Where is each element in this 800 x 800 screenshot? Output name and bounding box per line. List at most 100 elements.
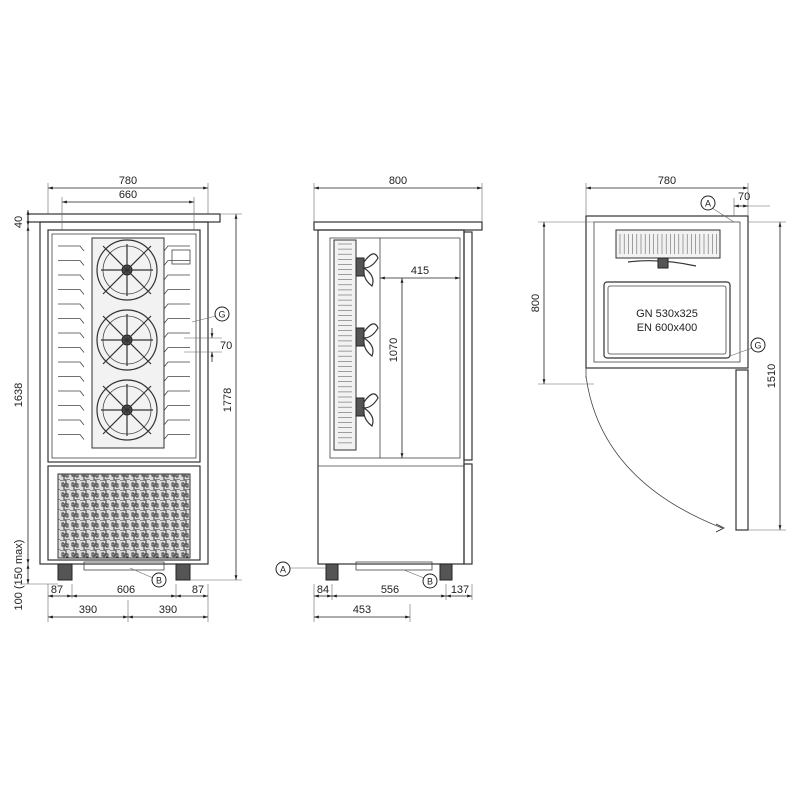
dim-side-front-foot: 84 [317, 584, 329, 596]
callout-b: B [403, 569, 438, 589]
compressor-grille [57, 473, 191, 559]
tray-rail [163, 245, 190, 252]
tray-rail [163, 289, 190, 295]
top-cabinet-inner [593, 221, 741, 363]
tray-rail [58, 260, 85, 266]
top-door [735, 369, 749, 531]
tray-rail [58, 318, 85, 324]
svg-text:A: A [705, 199, 711, 209]
side-chamber [329, 237, 461, 459]
svg-text:B: B [427, 577, 433, 587]
tray-rails-left [58, 245, 85, 440]
tray-rails-right [163, 245, 190, 440]
tray-label-en: EN 600x400 [637, 322, 698, 334]
tray-rail [163, 303, 190, 310]
svg-text:G: G [218, 310, 225, 320]
dim-side-foot-span: 556 [381, 584, 399, 596]
tray-rail [58, 245, 85, 252]
callout-g: G [191, 306, 230, 323]
tray-rail [58, 347, 85, 353]
tray-rail [163, 332, 190, 339]
top-evaporator [615, 229, 721, 259]
fan-icon [96, 239, 158, 301]
dim-top-a-offset: 70 [738, 191, 750, 203]
tray-rail [58, 332, 85, 339]
fan-icon [96, 309, 158, 371]
side-view: 800 415 1070 A B 84 556 137 453 [275, 175, 483, 622]
dim-side-door: 137 [451, 584, 469, 596]
tray-rail [163, 260, 190, 266]
dim-front-half-left: 390 [79, 604, 97, 616]
front-chamber-inner [51, 233, 197, 459]
front-chamber [47, 229, 201, 463]
top-cabinet-outline [585, 215, 749, 369]
svg-text:B: B [156, 576, 162, 586]
side-door-lower [463, 463, 473, 565]
dim-front-tray-pitch: 70 [220, 340, 232, 352]
callout-b: B [129, 567, 167, 588]
tray-rail [58, 361, 85, 368]
dim-front-inner-height: 1638 [13, 383, 25, 407]
tray-rail [163, 274, 190, 281]
tray-rail [58, 419, 85, 426]
fan-icon [96, 379, 158, 441]
top-fan-hub [657, 257, 669, 269]
dim-front-width: 780 [119, 175, 137, 187]
dim-front-top: 40 [13, 216, 25, 228]
front-view: 780 660 40 1638 100 (150 max) 1778 70 G [13, 175, 242, 622]
dim-front-left-margin: 87 [51, 584, 63, 596]
callout-a: A [275, 561, 326, 577]
dim-front-inner-width: 660 [119, 189, 137, 201]
tray-rail [163, 361, 190, 368]
tray-rail [163, 347, 190, 353]
coil-fins [338, 243, 352, 444]
dim-top-width: 780 [658, 175, 676, 187]
dim-front-total-height: 1778 [222, 388, 234, 412]
dim-top-depth: 800 [530, 294, 542, 312]
dim-front-feet: 100 (150 max) [13, 540, 25, 611]
side-fan-icon [355, 253, 379, 287]
door-swing-arc [585, 375, 723, 529]
front-top-panel [27, 213, 221, 223]
foot [325, 563, 339, 581]
drain-tray [83, 561, 165, 571]
tray-rail [58, 376, 85, 382]
foot [175, 563, 191, 581]
tray-rail [163, 390, 190, 397]
callout-g: G [729, 337, 766, 357]
dim-side-half-depth: 453 [353, 604, 371, 616]
foot [439, 563, 453, 581]
tray-rail [58, 405, 85, 411]
dim-side-depth: 800 [389, 175, 407, 187]
tray-label-gn: GN 530x325 [636, 308, 698, 320]
evaporator-fins [619, 234, 717, 254]
callout-a: A [700, 195, 735, 223]
dim-side-fan-depth: 415 [411, 265, 429, 277]
dim-front-right-margin: 87 [192, 584, 204, 596]
top-view: GN 530x325 EN 600x400 780 70 A G [530, 175, 786, 533]
side-top-panel [313, 221, 483, 231]
dim-top-total-depth: 1510 [766, 364, 778, 388]
tray-rail [163, 434, 190, 440]
tray-rail [58, 274, 85, 281]
side-fan-icon [355, 393, 379, 427]
tray-rail [163, 376, 190, 382]
tray-rail [58, 303, 85, 310]
tray-rail [163, 318, 190, 324]
dim-side-chamber-height: 1070 [388, 338, 400, 362]
tray-rail [58, 434, 85, 440]
side-fan-icon [355, 323, 379, 357]
tray-rail [163, 405, 190, 411]
tray-rail [163, 419, 190, 426]
tray-inner [607, 285, 727, 355]
tray-rail [58, 289, 85, 295]
side-drain-tray [355, 561, 433, 571]
side-door-upper [463, 231, 473, 461]
dim-front-half-right: 390 [159, 604, 177, 616]
evaporator-coil [333, 239, 357, 451]
sensor-box [171, 249, 191, 265]
tray-rail [58, 390, 85, 397]
tray [603, 281, 731, 359]
foot [57, 563, 73, 581]
